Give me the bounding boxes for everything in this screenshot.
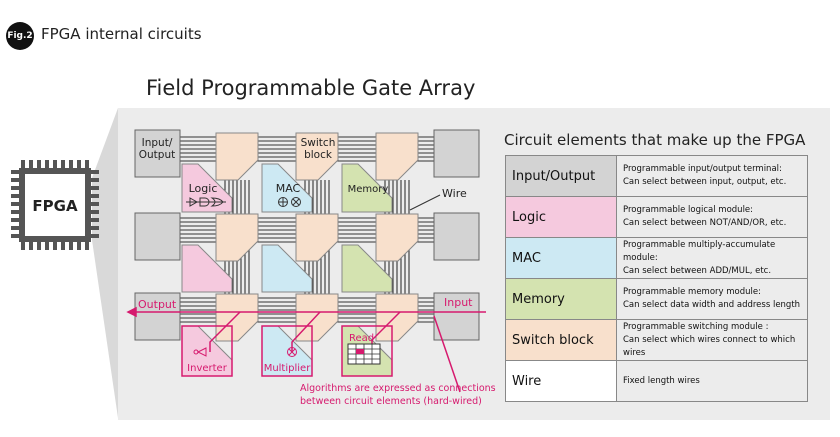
legend-desc-line: Programmable switching module : [623,321,769,332]
legend-desc-line: Can select between input, output, etc. [623,177,787,187]
multiplier-label: Multiplier [264,363,312,374]
output-label: Output [138,298,177,311]
io-block [433,292,480,341]
io-block [134,129,181,178]
legend-desc-line: Fixed length wires [623,375,700,386]
mac-block [261,163,313,213]
memory-block [341,244,393,293]
highlight-memory [341,325,393,377]
switch-block [375,293,419,342]
io-block [433,129,480,178]
wire-label: Wire [442,187,467,200]
mac-label: MAC [276,182,301,195]
legend-name: Switch block [505,319,617,361]
legend-heading: Circuit elements that make up the FPGA [504,131,806,149]
legend-name: Input/Output [505,155,617,197]
logic-gate-icon [186,197,226,207]
memory-label: Memory [348,184,389,195]
mac-block [261,244,313,293]
switch-block [215,213,259,262]
legend-row: Wire Fixed length wires [505,360,808,402]
mac-symbol-icon [278,197,301,207]
wire-pointer [409,194,441,211]
legend-desc-line: Can select between NOT/AND/OR, etc. [623,218,787,228]
legend-desc-line: Programmable memory module: [623,287,761,297]
io-block [433,212,480,261]
memory-grid-icon [347,343,381,365]
switch-block [295,293,339,342]
note-line-1: Algorithms are expressed as connections [300,383,496,394]
legend-desc: Fixed length wires [616,360,808,402]
switch-block [375,213,419,262]
switch-block [375,132,419,181]
io-block [134,212,181,261]
legend-desc-line: Can select data width and address length [623,300,801,310]
legend-name: Memory [505,278,617,320]
legend-desc-line: Can select which wires connect to which … [623,334,796,358]
legend-desc-line: Programmable input/output terminal: [623,164,782,174]
note-line-2: between circuit elements (hard-wired) [300,396,482,407]
memory-block [341,163,393,213]
legend-name: MAC [505,237,617,279]
legend-row: Logic Programmable logical module: Can sel… [505,196,808,238]
legend-name: Wire [505,360,617,402]
legend-name: Logic [505,196,617,238]
legend-desc: Programmable multiply-accumulate module:… [616,237,808,279]
zoom-wedge [92,108,118,418]
io-block [134,292,181,341]
read-label: Read [349,333,374,344]
highlight-logic [181,325,233,377]
inverter-label: Inverter [187,363,228,374]
switch-block [215,293,259,342]
figure-title: FPGA internal circuits [41,25,202,43]
logic-label: Logic [189,182,218,195]
figure-badge: Fig.2 [6,22,34,50]
logic-block [181,244,233,293]
legend-desc: Programmable input/output terminal: Can s… [616,155,808,197]
highlight-mac [261,325,313,377]
legend-desc: Programmable memory module: Can select da… [616,278,808,320]
multiplier-icon [287,347,297,357]
chip-icon [11,160,99,250]
inverter-icon [193,347,207,357]
input-label: Input [444,296,473,309]
switch-block [295,213,339,262]
legend-desc: Programmable logical module: Can select b… [616,196,808,238]
legend-desc-line: Programmable multiply-accumulate module: [623,239,776,263]
legend-desc-line: Programmable logical module: [623,205,754,215]
io-label: Input/Output [139,137,175,161]
legend-row: Memory Programmable memory module: Can sel… [505,278,808,320]
main-title: Field Programmable Gate Array [146,76,476,100]
signal-path [126,306,486,393]
switch-block [295,132,339,181]
chip-label: FPGA [32,197,78,215]
switch-block [215,132,259,181]
legend-desc: Programmable switching module : Can selec… [616,319,808,361]
legend-desc-line: Can select between ADD/MUL, etc. [623,265,772,276]
